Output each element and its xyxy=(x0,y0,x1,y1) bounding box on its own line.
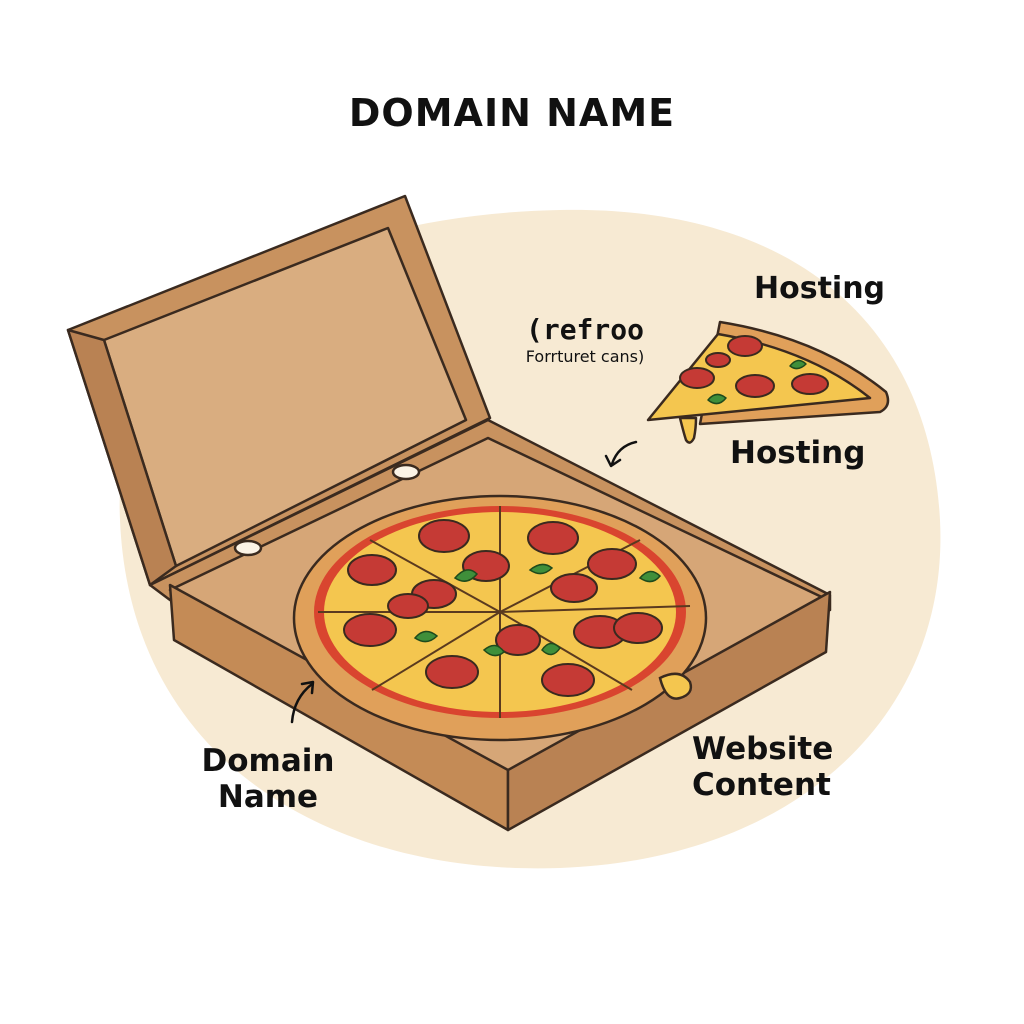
box-vent-hole xyxy=(233,539,263,557)
arrow-icon xyxy=(300,680,315,695)
hosting-label-bottom: Hosting xyxy=(730,435,866,471)
hosting-label-top: Hosting xyxy=(754,271,886,306)
domain-name-label: Domain Name xyxy=(198,743,338,815)
website-label-line-1: Website xyxy=(692,731,834,767)
website-content-label: Website Content xyxy=(692,731,834,803)
pizza-slice-icon xyxy=(646,320,890,444)
box-vent-hole xyxy=(391,463,421,481)
pepperoni-group xyxy=(343,519,663,697)
box-front-right xyxy=(506,590,832,832)
pizza-icon xyxy=(292,494,708,742)
diagram-title: DOMAIN NAME xyxy=(348,91,676,135)
arrow-icon xyxy=(290,682,314,724)
note-line-2: Forrturet cans) xyxy=(525,347,645,367)
cheese-drip xyxy=(658,672,693,700)
website-label-line-2: Content xyxy=(692,766,831,803)
domain-label-line-1: Domain xyxy=(201,743,335,779)
arrow-icon xyxy=(610,440,638,466)
arrow-icon xyxy=(604,454,622,468)
slice-drip xyxy=(678,416,698,444)
note-label: (refroo Forrturet cans) xyxy=(500,313,670,367)
basil-group xyxy=(413,563,662,657)
box-lid-edge xyxy=(66,328,178,587)
note-line-1: (refroo xyxy=(525,313,644,346)
domain-label-line-2: Name xyxy=(217,778,319,815)
